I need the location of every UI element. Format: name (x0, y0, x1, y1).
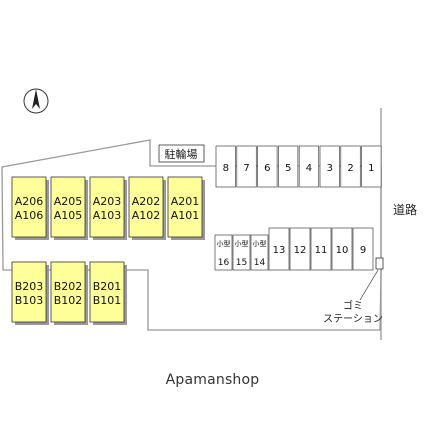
unit-number-upper: B201 (93, 280, 122, 293)
small-car-type-label: 小型 (253, 239, 267, 248)
unit-number-upper: A203 (93, 195, 122, 208)
unit-number-upper: B203 (15, 280, 44, 293)
parking-slot (340, 145, 361, 188)
parking-slot (289, 227, 311, 271)
unit-number-lower: B103 (15, 294, 44, 307)
parking-slot (268, 227, 290, 271)
building-box (89, 176, 125, 238)
building-box (167, 176, 203, 238)
road-label: 道路 (393, 202, 417, 217)
parking-slot-number: 2 (347, 163, 353, 174)
parking-slot-number: 3 (327, 163, 333, 174)
unit-number-upper: A201 (171, 195, 200, 208)
building-box (50, 176, 86, 238)
parking-slot-number: 13 (273, 245, 286, 256)
parking-slot (298, 145, 320, 188)
unit-number-lower: B101 (93, 294, 122, 307)
small-parking-number: 15 (236, 258, 247, 268)
apamanshop-watermark: Apamanshop (165, 372, 260, 388)
parking-slot-number: 5 (285, 163, 291, 174)
unit-number-upper: A206 (15, 195, 44, 208)
small-car-type-label: 小型 (235, 239, 249, 248)
parking-slot (257, 145, 278, 188)
parking-slot-number: 10 (336, 245, 349, 256)
building-box (89, 261, 125, 323)
parking-slot-number: 6 (264, 163, 270, 174)
garbage-station-marker (375, 257, 384, 270)
unit-number-upper: B202 (54, 280, 83, 293)
parking-layer: 8 7 6 5 4 3 2 1 小型 16 小型 15 小型 14 13 12 11 10 9 (214, 145, 382, 271)
building-box (50, 261, 86, 323)
unit-number-lower: A103 (93, 209, 122, 222)
building-box (128, 176, 164, 238)
parking-slot (331, 227, 353, 271)
parking-slot-number: 4 (306, 163, 312, 174)
unit-number-upper: A205 (54, 195, 83, 208)
bicycle-parking-label: 駐輪場 (165, 147, 198, 161)
unit-number-lower: B102 (54, 294, 83, 307)
parking-slot-number: 11 (315, 245, 328, 256)
building-box (11, 176, 47, 238)
parking-slot-number: 12 (294, 245, 307, 256)
small-parking-slot (232, 234, 251, 271)
small-parking-number: 14 (254, 258, 266, 268)
parking-slot (319, 145, 340, 188)
parking-slot (352, 227, 374, 271)
parking-slot-number: 1 (368, 163, 374, 174)
unit-number-lower: A106 (15, 209, 44, 222)
north-arrow-icon (23, 88, 49, 114)
parking-slot (215, 145, 236, 188)
building-box (11, 261, 47, 323)
small-car-type-label: 小型 (217, 239, 231, 248)
small-parking-slot (214, 234, 233, 271)
parking-slot-number: 8 (223, 163, 229, 174)
unit-number-upper: A202 (132, 195, 161, 208)
garbage-leader-line (359, 269, 379, 301)
unit-number-lower: A102 (132, 209, 161, 222)
buildings-layer: A206A106A205A105A203A103A202A102A201A101… (11, 176, 205, 325)
parking-slot (278, 145, 299, 188)
garbage-label-1: ゴミ (343, 299, 363, 312)
parking-slot (236, 145, 257, 188)
parking-slot-number: 9 (360, 245, 366, 256)
unit-number-lower: A101 (171, 209, 200, 222)
parking-slot (361, 145, 382, 188)
small-parking-slot (250, 234, 269, 271)
garbage-label-2: ステーション (323, 314, 383, 325)
parking-slot-number: 7 (243, 163, 249, 174)
parking-slot (310, 227, 332, 271)
unit-number-lower: A105 (54, 209, 83, 222)
small-parking-number: 16 (218, 258, 230, 268)
bicycle-parking-box (158, 144, 205, 163)
